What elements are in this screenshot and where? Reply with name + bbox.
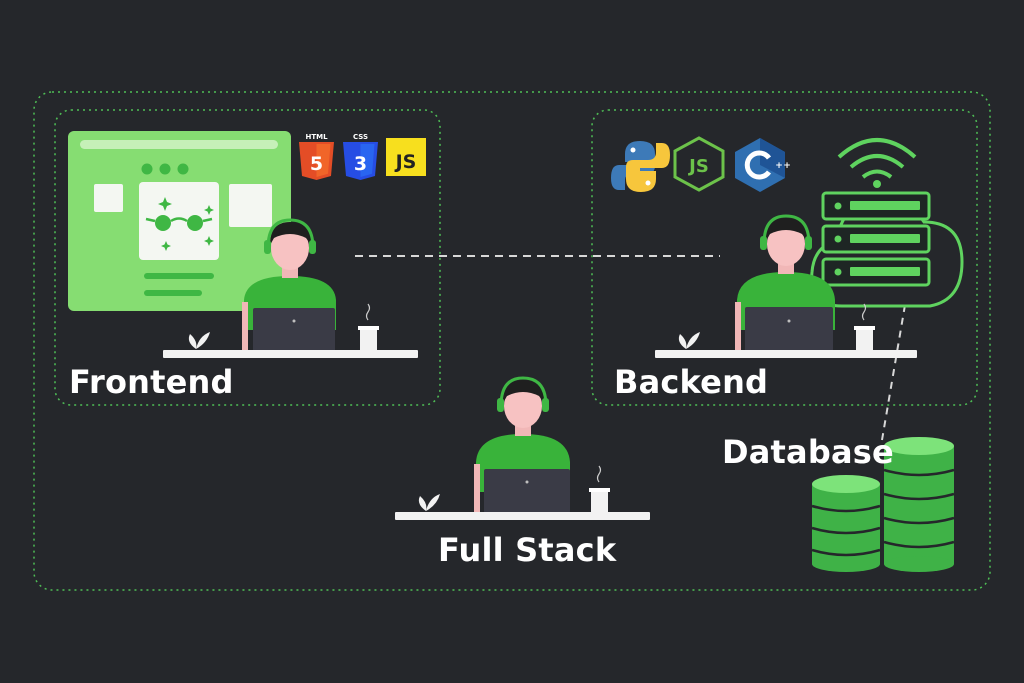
- database-label: Database: [722, 433, 894, 471]
- full-stack-desk: [395, 465, 650, 520]
- backend-label: Backend: [614, 363, 769, 401]
- svg-text:JS: JS: [687, 156, 709, 177]
- svg-text:CSS: CSS: [353, 133, 368, 141]
- frontend-label: Frontend: [69, 363, 234, 401]
- svg-text:HTML: HTML: [305, 133, 328, 141]
- svg-text:5: 5: [310, 153, 323, 175]
- server-database-connector: [881, 304, 906, 441]
- wifi-icon: [837, 138, 917, 188]
- nodejs-icon: JS: [673, 136, 725, 192]
- css3-icon: CSS 3: [343, 133, 378, 180]
- backend-desk: [655, 303, 917, 358]
- frontend-desk: [163, 303, 418, 358]
- svg-text:3: 3: [354, 153, 367, 175]
- server-icon: [821, 191, 931, 287]
- cpp-icon: + +: [735, 138, 791, 192]
- python-icon: [611, 141, 670, 192]
- full-stack-label: Full Stack: [438, 531, 617, 569]
- frontend-developer: [242, 218, 336, 352]
- javascript-icon: JS: [386, 138, 426, 176]
- full-stack-frame: [33, 91, 991, 591]
- database-icon: [811, 437, 955, 572]
- html5-icon: HTML 5: [299, 133, 334, 180]
- svg-text:JS: JS: [394, 151, 417, 173]
- svg-text:+: +: [783, 161, 791, 171]
- full-stack-developer: [474, 376, 570, 513]
- browser-window-icon: [68, 131, 291, 311]
- svg-text:+: +: [775, 161, 783, 171]
- backend-developer: [735, 214, 835, 352]
